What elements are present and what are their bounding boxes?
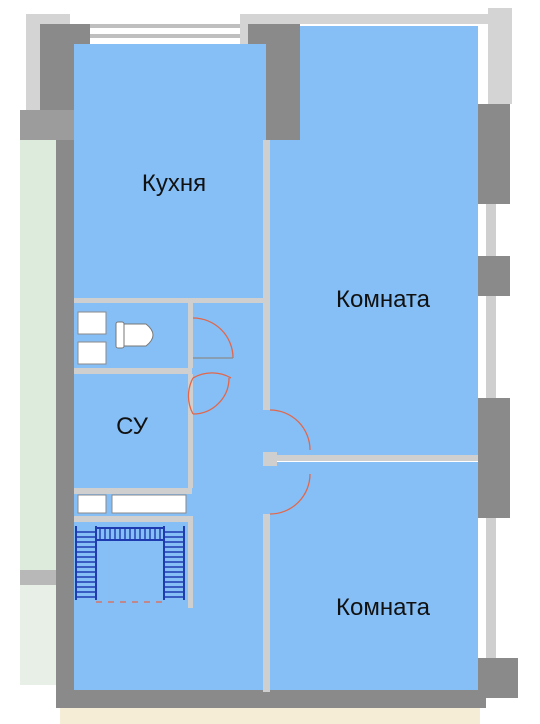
partition-closet-right xyxy=(188,516,193,608)
shaft-box-4 xyxy=(111,494,187,514)
wall-top-left-corner xyxy=(70,24,90,44)
door-bathroom-arc xyxy=(192,377,230,415)
room-top-label: Комната xyxy=(336,286,431,313)
wall-outer-right-2 xyxy=(478,256,510,296)
window-kitchen-sill xyxy=(90,34,240,38)
room-top-floor xyxy=(270,140,478,458)
shaft-box-3 xyxy=(77,494,107,514)
window-right-3 xyxy=(486,518,496,658)
bathroom-floor xyxy=(78,376,188,488)
partition-center-upper xyxy=(263,140,270,410)
window-right-1 xyxy=(486,204,496,256)
walls xyxy=(20,8,518,708)
partition-bath-bottom xyxy=(74,488,192,494)
balcony-floor xyxy=(300,26,478,141)
partition-closet-top xyxy=(74,516,192,522)
door-room-bottom xyxy=(269,473,311,515)
partition-wc-bottom xyxy=(74,368,192,374)
exterior-wall-fragment xyxy=(20,570,60,585)
shaft-box-2 xyxy=(77,341,107,365)
wall-outer-right-3 xyxy=(478,398,510,518)
kitchen-label: Кухня xyxy=(142,170,206,197)
wall-top-right-column xyxy=(488,8,512,104)
closet-hatch-lines xyxy=(76,528,184,598)
exterior-green-area xyxy=(20,140,60,570)
wall-kitchen-right-upper xyxy=(266,24,300,140)
kitchen-floor xyxy=(74,44,266,302)
wall-outer-left xyxy=(56,24,74,692)
window-right-2 xyxy=(486,296,496,398)
wall-left-ledge xyxy=(20,110,74,140)
wall-outer-bottom xyxy=(56,690,486,708)
closet-rack-icon xyxy=(75,526,185,600)
door-room-top xyxy=(269,409,311,451)
partition-rooms-divider xyxy=(270,455,478,461)
bathroom-label: СУ xyxy=(116,413,149,440)
partition-center-lower xyxy=(263,514,270,692)
exterior-surroundings xyxy=(20,140,480,724)
wall-outer-right-1 xyxy=(478,104,510,204)
partition-junction xyxy=(263,452,277,466)
toilet-icon xyxy=(115,321,154,349)
balcony-top-rail xyxy=(300,14,488,24)
partition-bath-right xyxy=(188,374,193,488)
wall-top-left-inner xyxy=(40,24,70,110)
door-swings xyxy=(96,317,311,603)
closet-floor xyxy=(74,522,192,608)
shaft-box-1 xyxy=(77,311,107,335)
room-bottom-label: Комната xyxy=(336,594,431,621)
exterior-beige-strip xyxy=(60,708,480,724)
door-wc xyxy=(192,317,234,359)
window-kitchen-top xyxy=(90,24,240,28)
partition-wc-right xyxy=(188,302,193,368)
room-bottom-floor xyxy=(270,462,478,690)
partition-kitchen-bottom xyxy=(74,298,266,303)
exterior-green-area-lower xyxy=(20,585,60,685)
door-bathroom xyxy=(187,372,232,415)
